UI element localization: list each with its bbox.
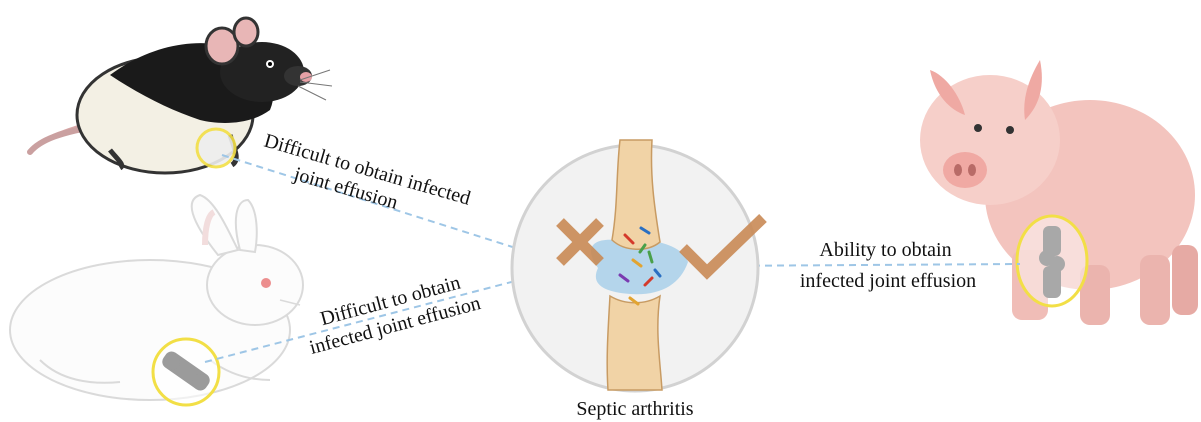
rat-label: Difficult to obtain infected joint effus… xyxy=(255,130,478,234)
rat-joint-ring xyxy=(197,129,235,167)
center-label: Septic arthritis xyxy=(576,398,693,420)
